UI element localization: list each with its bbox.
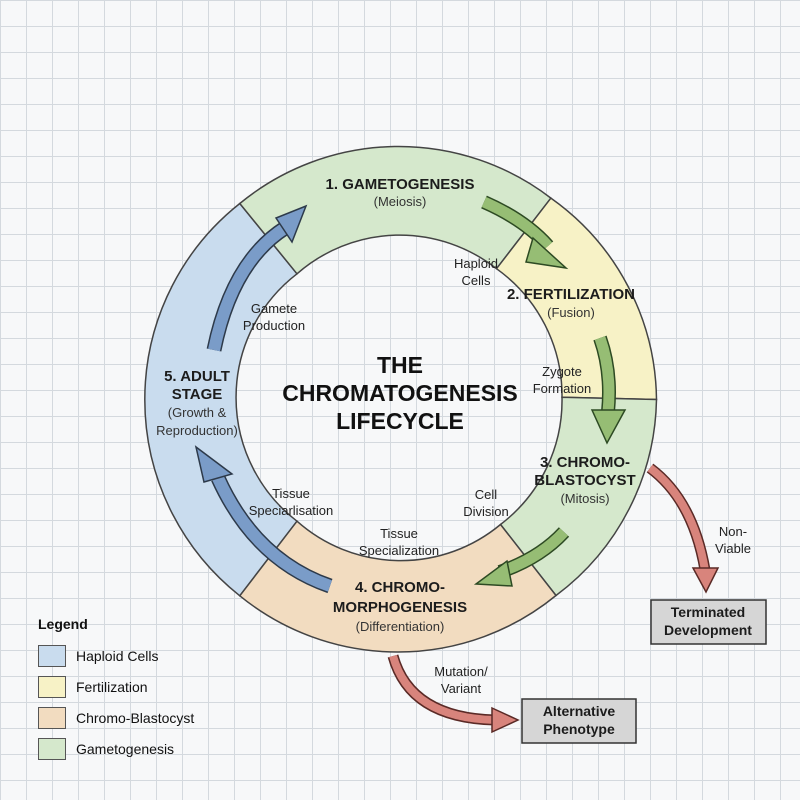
label-tissue-speciarlisation-line1: Tissue	[272, 486, 310, 501]
stage3-title-line2: BLASTOCYST	[534, 472, 635, 489]
legend-label-fertilization: Fertilization	[76, 678, 148, 695]
center-title-line3: LIFECYCLE	[336, 408, 464, 434]
label-tissue-specialization-line2: Specialization	[359, 543, 439, 558]
label-nonviable-line2: Viable	[715, 541, 751, 556]
stage1-title: 1. GAMETOGENESIS	[326, 176, 475, 193]
stage4-subtitle: (Differentiation)	[356, 619, 445, 634]
terminated-label-line2: Development	[664, 622, 752, 638]
arrowhead-fertilization	[525, 236, 569, 270]
arrowhead-mutation	[491, 706, 520, 734]
arrowhead-blastocyst	[590, 409, 627, 445]
label-nonviable-line1: Non-	[719, 524, 747, 539]
center-title-line1: THE	[377, 352, 423, 378]
arrowhead-nonviable	[691, 567, 720, 594]
stage2-subtitle: (Fusion)	[547, 305, 595, 320]
label-tissue-speciarlisation-line2: Speciarlisation	[249, 503, 334, 518]
label-haploid-line2: Cells	[462, 273, 491, 288]
label-gamete-line2: Production	[243, 318, 305, 333]
stage3-subtitle: (Mitosis)	[560, 491, 609, 506]
terminated-development-box	[650, 599, 767, 645]
legend-item-gametogenesis: Gametogenesis	[38, 733, 238, 764]
legend-swatch-fertilization	[38, 675, 66, 698]
legend-swatch-gametogenesis	[38, 737, 66, 760]
legend-item-fertilization: Fertilization	[38, 671, 238, 702]
legend-swatch-blastocyst	[38, 706, 66, 729]
stage1-subtitle: (Meiosis)	[374, 194, 427, 209]
ring-segment-morphogenesis	[238, 520, 558, 653]
ring-segment-adult	[144, 202, 299, 597]
stage5-subtitle-line1: (Growth &	[168, 405, 227, 420]
arrowhead-adult	[194, 445, 234, 483]
center-title-line2: CHROMATOGENESIS	[282, 380, 518, 406]
arrow-nonviable	[646, 463, 711, 571]
legend-label-haploid: Haploid Cells	[76, 647, 159, 664]
stage3-title-line1: 3. CHROMO-	[540, 454, 630, 471]
stage4-title-line2: MORPHOGENESIS	[333, 599, 467, 616]
label-zygote-line1: Zygote	[542, 364, 582, 379]
legend-swatch-haploid	[38, 644, 66, 667]
stage2-title: 2. FERTILIZATION	[507, 286, 635, 303]
label-zygote-line2: Formation	[533, 381, 592, 396]
alternative-label-line1: Alternative	[543, 703, 616, 719]
legend-item-haploid: Haploid Cells	[38, 640, 238, 671]
label-haploid-line1: Haploid	[454, 256, 498, 271]
label-cell-division-line1: Cell	[475, 487, 498, 502]
stage5-title-line2: STAGE	[172, 386, 223, 403]
legend-label-blastocyst: Chromo-Blastocyst	[76, 709, 195, 726]
label-mutation-line1: Mutation/	[434, 664, 488, 679]
terminated-label-line1: Terminated	[671, 604, 745, 620]
arrowhead-morphogenesis	[473, 559, 513, 587]
alternative-phenotype-box	[521, 698, 637, 744]
stage5-subtitle-line2: Reproduction)	[156, 423, 238, 438]
legend-item-blastocyst: Chromo-Blastocyst	[38, 702, 238, 733]
legend-title: Legend	[38, 616, 88, 632]
ring-segment-gametogenesis	[238, 145, 552, 275]
stage5-title-line1: 5. ADULT	[164, 368, 230, 385]
label-tissue-specialization-line1: Tissue	[380, 526, 418, 541]
label-gamete-line1: Gamete	[251, 301, 297, 316]
label-cell-division-line2: Division	[463, 504, 509, 519]
arrowhead-gametogenesis	[274, 204, 308, 244]
legend-label-gametogenesis: Gametogenesis	[76, 740, 175, 757]
label-mutation-line2: Variant	[441, 681, 482, 696]
legend: Legend Haploid Cells Fertilization Chrom…	[38, 616, 238, 764]
stage4-title-line1: 4. CHROMO-	[355, 579, 445, 596]
alternative-label-line2: Phenotype	[543, 721, 615, 737]
